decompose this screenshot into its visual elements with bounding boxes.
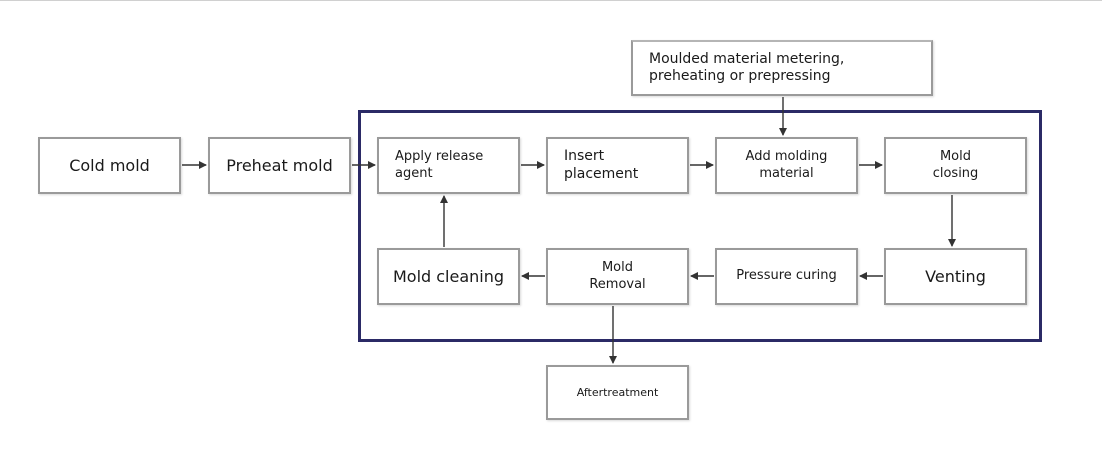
node-apply-release-agent: Apply release agent — [377, 137, 520, 194]
node-mold-closing: Mold closing — [884, 137, 1027, 194]
node-aftertreatment-label: Aftertreatment — [576, 385, 659, 399]
node-venting: Venting — [884, 248, 1027, 305]
node-mold-cleaning: Mold cleaning — [377, 248, 520, 305]
node-venting-label: Venting — [925, 266, 986, 286]
node-cold-mold: Cold mold — [38, 137, 181, 194]
node-mold-closing-label: Mold closing — [932, 149, 979, 181]
node-moulded-material-label: Moulded material metering, preheating or… — [649, 50, 845, 85]
node-moulded-material: Moulded material metering, preheating or… — [631, 40, 933, 96]
process-group-frame — [358, 110, 1042, 342]
node-pressure-curing-label: Pressure curing — [736, 268, 837, 284]
top-divider — [0, 0, 1102, 1]
node-preheat-mold: Preheat mold — [208, 137, 351, 194]
node-mold-removal: Mold Removal — [546, 248, 689, 305]
node-add-molding-material: Add molding material — [715, 137, 858, 194]
node-add-molding-material-label: Add molding material — [745, 149, 828, 181]
node-pressure-curing: Pressure curing — [715, 248, 858, 305]
node-insert-placement: Insert placement — [546, 137, 689, 194]
node-cold-mold-label: Cold mold — [69, 155, 150, 175]
node-aftertreatment: Aftertreatment — [546, 365, 689, 420]
node-preheat-mold-label: Preheat mold — [226, 155, 333, 175]
node-mold-removal-label: Mold Removal — [589, 260, 646, 292]
node-apply-release-agent-label: Apply release agent — [395, 149, 484, 181]
node-insert-placement-label: Insert placement — [564, 148, 639, 182]
node-mold-cleaning-label: Mold cleaning — [392, 266, 505, 286]
